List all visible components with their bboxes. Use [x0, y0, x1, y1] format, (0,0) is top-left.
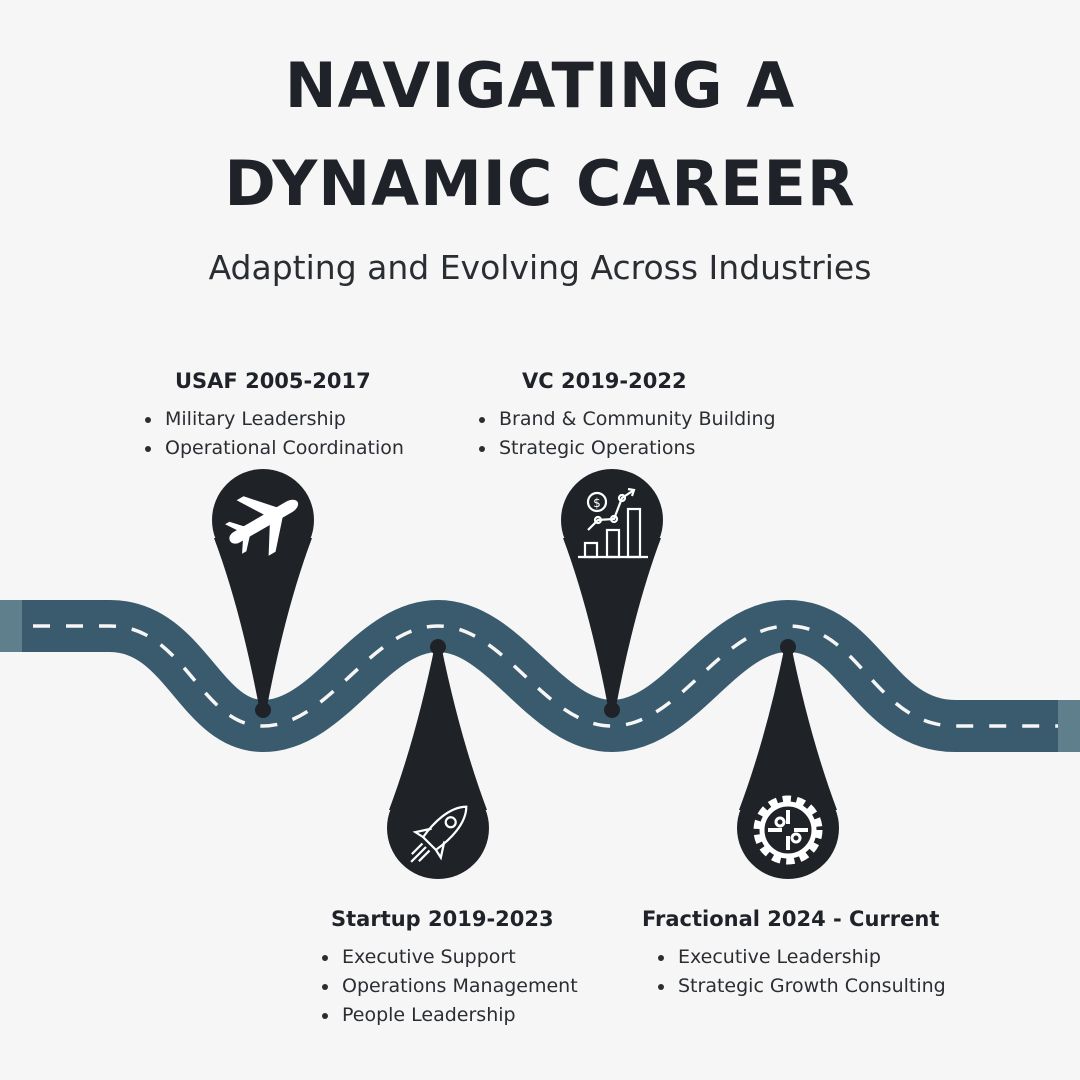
milestone-fractional: Fractional 2024 - Current Executive Lead… — [642, 907, 946, 1001]
milestone-usaf: USAF 2005-2017 Military Leadership Opera… — [139, 369, 404, 463]
milestone-heading: Startup 2019-2023 — [331, 907, 554, 931]
gear-puzzle-icon — [753, 795, 823, 865]
list-item: Strategic Operations — [497, 434, 776, 463]
pin-vc — [561, 469, 663, 718]
subtitle: Adapting and Evolving Across Industries — [208, 248, 872, 287]
milestone-heading: USAF 2005-2017 — [175, 369, 371, 393]
milestone-heading: Fractional 2024 - Current — [642, 907, 940, 931]
list-item: Executive Support — [340, 943, 578, 972]
list-item: Military Leadership — [163, 405, 404, 434]
rocket-icon — [410, 805, 468, 863]
road-end-cap — [1058, 700, 1080, 752]
list-item: Executive Leadership — [676, 943, 946, 972]
title-line-2: DYNAMIC CAREER — [224, 147, 856, 220]
pin-fractional — [737, 639, 839, 879]
road-center-dashes — [0, 624, 1080, 728]
airplane-icon — [225, 496, 299, 556]
milestone-items: Executive Leadership Strategic Growth Co… — [642, 943, 946, 1001]
milestone-vc: VC 2019-2022 Brand & Community Building … — [473, 369, 776, 463]
road — [0, 599, 1080, 753]
list-item: People Leadership — [340, 1001, 578, 1030]
list-item: Brand & Community Building — [497, 405, 776, 434]
title-line-1: NAVIGATING A — [284, 49, 796, 122]
milestone-heading: VC 2019-2022 — [522, 369, 687, 393]
milestone-items: Military Leadership Operational Coordina… — [139, 405, 404, 463]
list-item: Strategic Growth Consulting — [676, 972, 946, 1001]
list-item: Operations Management — [340, 972, 578, 1001]
list-item: Operational Coordination — [163, 434, 404, 463]
growth-chart-icon: $ — [578, 487, 648, 559]
pin-startup — [387, 639, 489, 879]
road-start-cap — [0, 600, 22, 652]
milestone-items: Brand & Community Building Strategic Ope… — [473, 405, 776, 463]
milestone-items: Executive Support Operations Management … — [316, 943, 578, 1030]
svg-text:$: $ — [593, 496, 601, 510]
milestone-startup: Startup 2019-2023 Executive Support Oper… — [316, 907, 578, 1030]
